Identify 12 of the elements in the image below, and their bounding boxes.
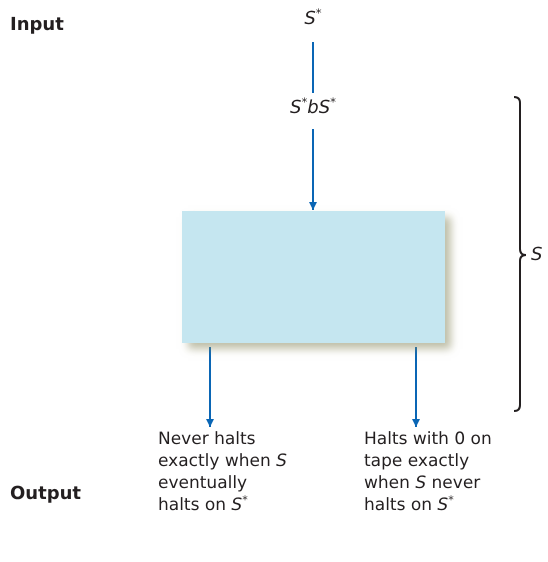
arrow	[309, 129, 317, 210]
brace-label: S	[531, 244, 542, 266]
process-box	[182, 211, 445, 343]
connector-line	[312, 42, 314, 93]
formula-text: S$^{*}$bS$^{*}$	[290, 97, 336, 119]
output-description: Halts with 0 on tape exactly when S never halts on S$^{*}$	[364, 428, 493, 516]
output-description: Never halts exactly when S eventually halts on S$^{*}$	[158, 428, 288, 516]
output-heading: Output	[10, 483, 82, 505]
formula-text: S$^{*}$	[304, 8, 322, 30]
input-heading: Input	[10, 14, 64, 36]
arrow	[206, 347, 214, 427]
arrow	[412, 347, 420, 427]
